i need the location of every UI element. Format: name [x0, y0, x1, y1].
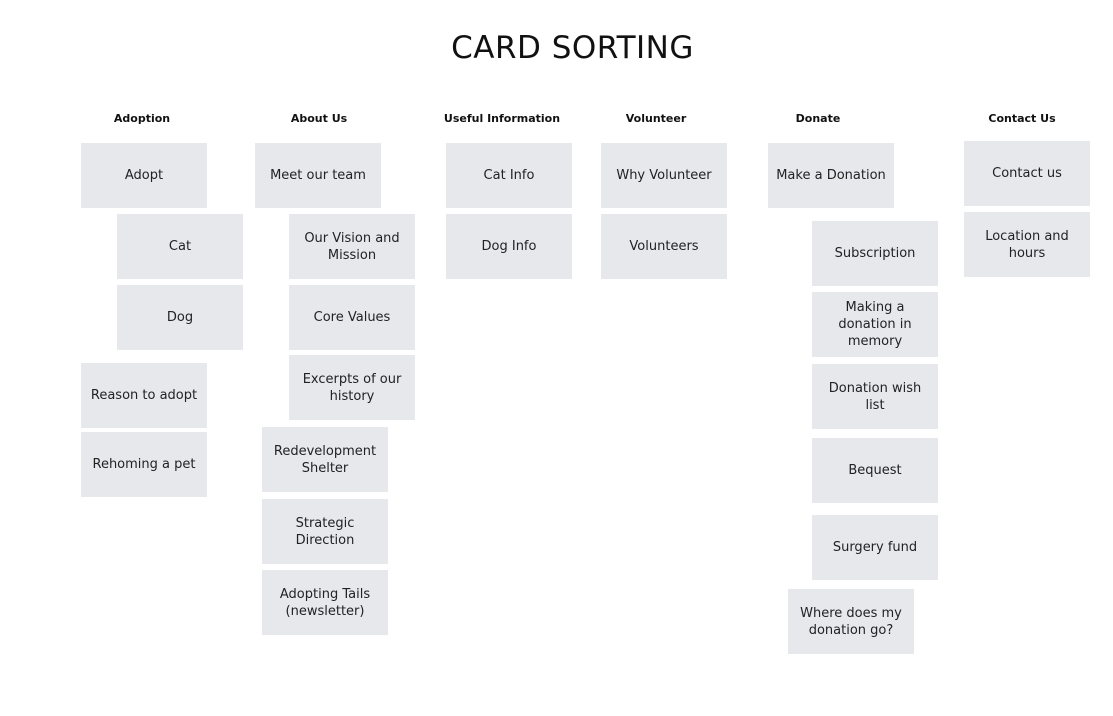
card-dog[interactable]: Dog	[117, 285, 243, 350]
card-surgery-fund[interactable]: Surgery fund	[812, 515, 938, 580]
card-contact-us[interactable]: Contact us	[964, 141, 1090, 206]
card-donation-wish-list[interactable]: Donation wish list	[812, 364, 938, 429]
column-header-volunteer: Volunteer	[625, 112, 687, 125]
page-title: CARD SORTING	[451, 30, 694, 66]
card-cat[interactable]: Cat	[117, 214, 243, 279]
card-location-and-hours[interactable]: Location and hours	[964, 212, 1090, 277]
card-subscription[interactable]: Subscription	[812, 221, 938, 286]
column-header-about-us: About Us	[290, 112, 348, 125]
column-header-useful-information: Useful Information	[443, 112, 561, 125]
card-dog-info[interactable]: Dog Info	[446, 214, 572, 279]
card-our-vision-and-mission[interactable]: Our Vision and Mission	[289, 214, 415, 279]
card-where-does-my-donation-go[interactable]: Where does my donation go?	[788, 589, 914, 654]
column-header-donate: Donate	[795, 112, 841, 125]
card-excerpts-of-our-history[interactable]: Excerpts of our history	[289, 355, 415, 420]
card-volunteers[interactable]: Volunteers	[601, 214, 727, 279]
card-adopting-tails-newsletter[interactable]: Adopting Tails (newsletter)	[262, 570, 388, 635]
card-making-a-donation-in-memory[interactable]: Making a donation in memory	[812, 292, 938, 357]
column-header-adoption: Adoption	[113, 112, 171, 125]
card-cat-info[interactable]: Cat Info	[446, 143, 572, 208]
card-adopt[interactable]: Adopt	[81, 143, 207, 208]
card-strategic-direction[interactable]: Strategic Direction	[262, 499, 388, 564]
column-header-contact-us: Contact Us	[988, 112, 1056, 125]
card-rehoming-a-pet[interactable]: Rehoming a pet	[81, 432, 207, 497]
card-core-values[interactable]: Core Values	[289, 285, 415, 350]
card-why-volunteer[interactable]: Why Volunteer	[601, 143, 727, 208]
card-meet-our-team[interactable]: Meet our team	[255, 143, 381, 208]
card-bequest[interactable]: Bequest	[812, 438, 938, 503]
card-redevelopment-shelter[interactable]: Redevelopment Shelter	[262, 427, 388, 492]
card-make-a-donation[interactable]: Make a Donation	[768, 143, 894, 208]
card-reason-to-adopt[interactable]: Reason to adopt	[81, 363, 207, 428]
